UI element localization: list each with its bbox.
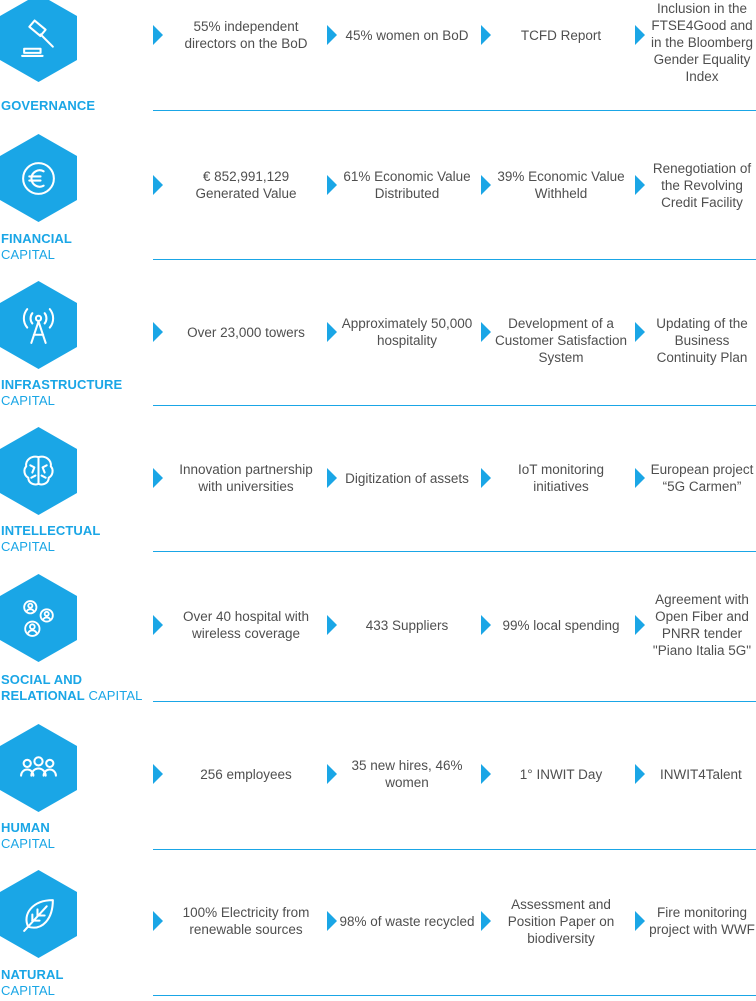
chevron-right-icon: [153, 615, 163, 635]
hexagon-badge: [0, 574, 77, 662]
chevron-right-icon: [153, 911, 163, 931]
euro-icon: [22, 162, 55, 195]
people-network-icon: [23, 600, 54, 637]
chevron-right-icon: [153, 764, 163, 784]
kpi-item: 1° INWIT Day: [519, 766, 603, 782]
hexagon-badge: [0, 427, 77, 515]
chevron-right-icon: [635, 25, 645, 45]
hexagon-badge: [0, 281, 77, 369]
kpi-item: Approximately 50,000 hospitality: [341, 316, 473, 348]
chevron-right-icon: [635, 615, 645, 635]
kpi-item: € 852,991,129 Generated Value: [195, 169, 297, 201]
chevron-right-icon: [481, 25, 491, 45]
group-icon: [20, 756, 57, 777]
gavel-icon: [21, 19, 54, 57]
chevron-right-icon: [481, 764, 491, 784]
chevron-right-icon: [481, 911, 491, 931]
divider: [153, 849, 756, 850]
kpi-item: Innovation partnership with universities: [179, 462, 313, 494]
chevron-right-icon: [153, 175, 163, 195]
chevron-right-icon: [327, 468, 337, 488]
kpi-item: TCFD Report: [520, 27, 602, 43]
kpi-item: Inclusion in the FTSE4Good and in the Bl…: [650, 0, 754, 84]
kpi-item: Updating of the Business Continuity Plan: [656, 315, 748, 365]
kpi-item: Digitization of assets: [345, 470, 469, 486]
divider: [153, 995, 756, 996]
kpi-item: 100% Electricity from renewable sources: [182, 905, 310, 937]
kpi-item: 256 employees: [200, 766, 292, 782]
chevron-right-icon: [153, 322, 163, 342]
divider: [153, 701, 756, 702]
kpi-item: 39% Economic Value Withheld: [497, 169, 625, 201]
divider: [153, 259, 756, 260]
kpi-item: 98% of waste recycled: [339, 913, 475, 929]
divider: [153, 551, 756, 552]
chevron-right-icon: [635, 322, 645, 342]
kpi-item: Development of a Customer Satisfaction S…: [494, 315, 628, 365]
antenna-tower-icon: [22, 308, 55, 344]
brain-icon: [23, 455, 54, 486]
row-label: GOVERNANCE: [1, 98, 96, 113]
hexagon-badge: [0, 134, 77, 222]
chevron-right-icon: [635, 175, 645, 195]
hexagon-badge: [0, 0, 77, 82]
chevron-right-icon: [327, 175, 337, 195]
kpi-item: IoT monitoring initiatives: [517, 462, 605, 494]
kpi-item: INWIT4Talent: [660, 766, 742, 782]
chevron-right-icon: [481, 322, 491, 342]
chevron-right-icon: [153, 468, 163, 488]
chevron-right-icon: [481, 175, 491, 195]
kpi-item: 99% local spending: [502, 617, 620, 633]
kpi-item: Assessment and Position Paper on biodive…: [507, 896, 615, 946]
chevron-right-icon: [327, 764, 337, 784]
kpi-item: Fire monitoring project with WWF: [649, 905, 755, 937]
chevron-right-icon: [327, 911, 337, 931]
kpi-item: Agreement with Open Fiber and PNRR tende…: [652, 592, 752, 658]
chevron-right-icon: [635, 911, 645, 931]
chevron-right-icon: [327, 322, 337, 342]
kpi-item: Renegotiation of the Revolving Credit Fa…: [652, 160, 752, 210]
hexagon-badge: [0, 724, 77, 812]
hexagon-badge: [0, 870, 77, 958]
chevron-right-icon: [327, 25, 337, 45]
row-governance: GOVERNANCE 55% independent directors on …: [0, 0, 756, 113]
chevron-right-icon: [481, 615, 491, 635]
kpi-item: 61% Economic Value Distributed: [343, 169, 471, 201]
chevron-right-icon: [153, 25, 163, 45]
chevron-right-icon: [635, 468, 645, 488]
divider: [153, 405, 756, 406]
chevron-right-icon: [327, 615, 337, 635]
kpi-item: 45% women on BoD: [345, 27, 469, 43]
kpi-item: 55% independent directors on the BoD: [184, 19, 308, 51]
leaf-icon: [23, 899, 54, 932]
kpi-item: Over 40 hospital with wireless coverage: [182, 609, 310, 641]
divider: [153, 110, 756, 111]
kpi-item: European project “5G Carmen”: [650, 462, 754, 494]
chevron-right-icon: [481, 468, 491, 488]
kpi-item: 433 Suppliers: [365, 617, 449, 633]
chevron-right-icon: [635, 764, 645, 784]
kpi-item: Over 23,000 towers: [187, 324, 305, 340]
kpi-item: 35 new hires, 46% women: [351, 758, 463, 790]
